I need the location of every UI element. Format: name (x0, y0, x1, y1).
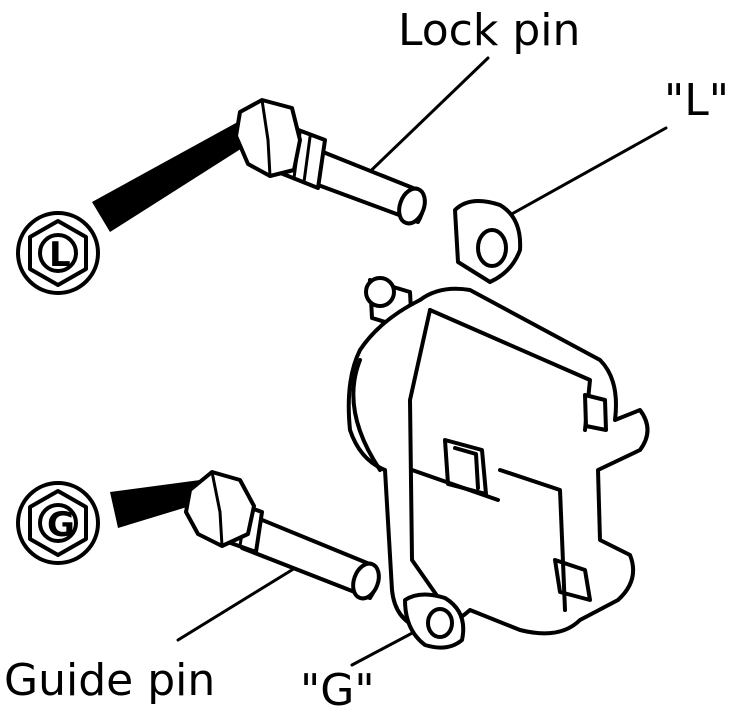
mark-l-leader (490, 126, 668, 227)
mark-l-label: "L" (664, 75, 729, 126)
lock-pin-label: Lock pin (398, 5, 580, 56)
symbol-l-letter: L (49, 235, 71, 275)
lock-pin-pointer-icon (92, 118, 258, 232)
lock-pin-part (234, 98, 427, 226)
guide-pin-symbol-icon: G (16, 481, 100, 565)
lock-pin-symbol-icon: L (16, 211, 100, 295)
mark-g-leader (350, 628, 420, 667)
lock-pin-leader (353, 56, 490, 188)
guide-pin-leader (176, 563, 302, 642)
caliper-body (346, 199, 650, 650)
guide-pin-pointer-icon (110, 480, 210, 528)
guide-pin-label: Guide pin (4, 655, 215, 706)
symbol-g-letter: G (47, 505, 75, 545)
mark-g-label: "G" (300, 665, 375, 716)
guide-pin-part (184, 470, 381, 601)
